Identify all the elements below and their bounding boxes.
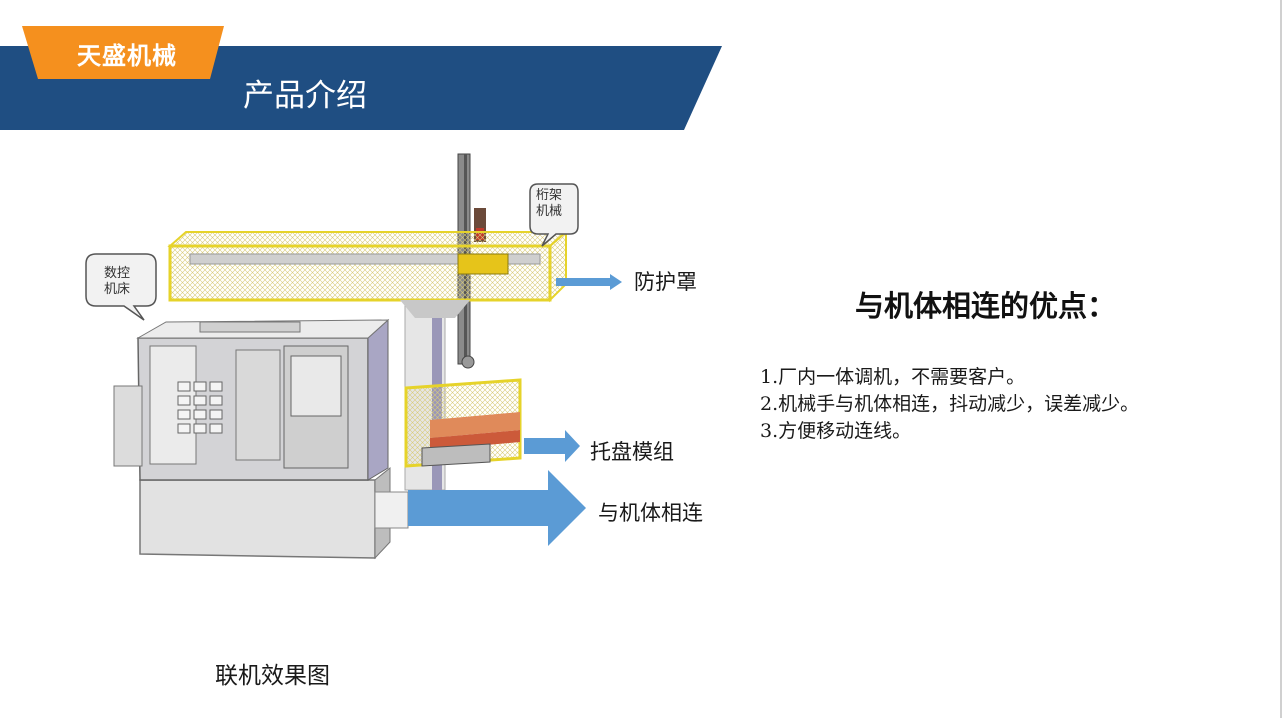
arrow-connect	[408, 470, 586, 546]
arrow-guard	[556, 274, 622, 290]
advantage-item: 2.机械手与机体相连，抖动减少，误差减少。	[760, 393, 1140, 415]
advantages-list: 1.厂内一体调机，不需要客户。 2.机械手与机体相连，抖动减少，误差减少。 3.…	[760, 364, 1139, 445]
bubble-cnc	[85, 253, 157, 321]
machine-illustration	[85, 153, 622, 560]
advantage-item: 1.厂内一体调机，不需要客户。	[760, 366, 1026, 388]
bubble-cnc-line2: 机床	[103, 282, 130, 297]
bubble-gantry-text: 桁架 机械	[536, 188, 566, 220]
brand-name: 天盛机械	[77, 42, 177, 70]
bubble-cnc-line1: 数控	[103, 266, 130, 281]
advantages-title: 与机体相连的优点：	[855, 289, 1117, 323]
advantage-item: 3.方便移动连线。	[760, 420, 912, 442]
bubble-cnc-text: 数控 机床	[96, 266, 138, 298]
bubble-gantry-line2: 机械	[536, 204, 563, 219]
figure-caption: 联机效果图	[215, 663, 330, 689]
label-connect: 与机体相连	[598, 501, 703, 525]
bubble-gantry-line1: 桁架	[536, 188, 563, 203]
slide-border	[1280, 0, 1282, 718]
protective-guard	[167, 229, 569, 318]
brand-tab	[22, 26, 224, 79]
tray-module	[404, 378, 522, 468]
label-guard: 防护罩	[634, 270, 697, 294]
cnc-machine	[113, 318, 409, 560]
page-title: 产品介绍	[243, 78, 367, 114]
arrow-tray	[524, 430, 580, 462]
bubble-gantry	[529, 183, 579, 247]
label-tray: 托盘模组	[590, 440, 674, 464]
